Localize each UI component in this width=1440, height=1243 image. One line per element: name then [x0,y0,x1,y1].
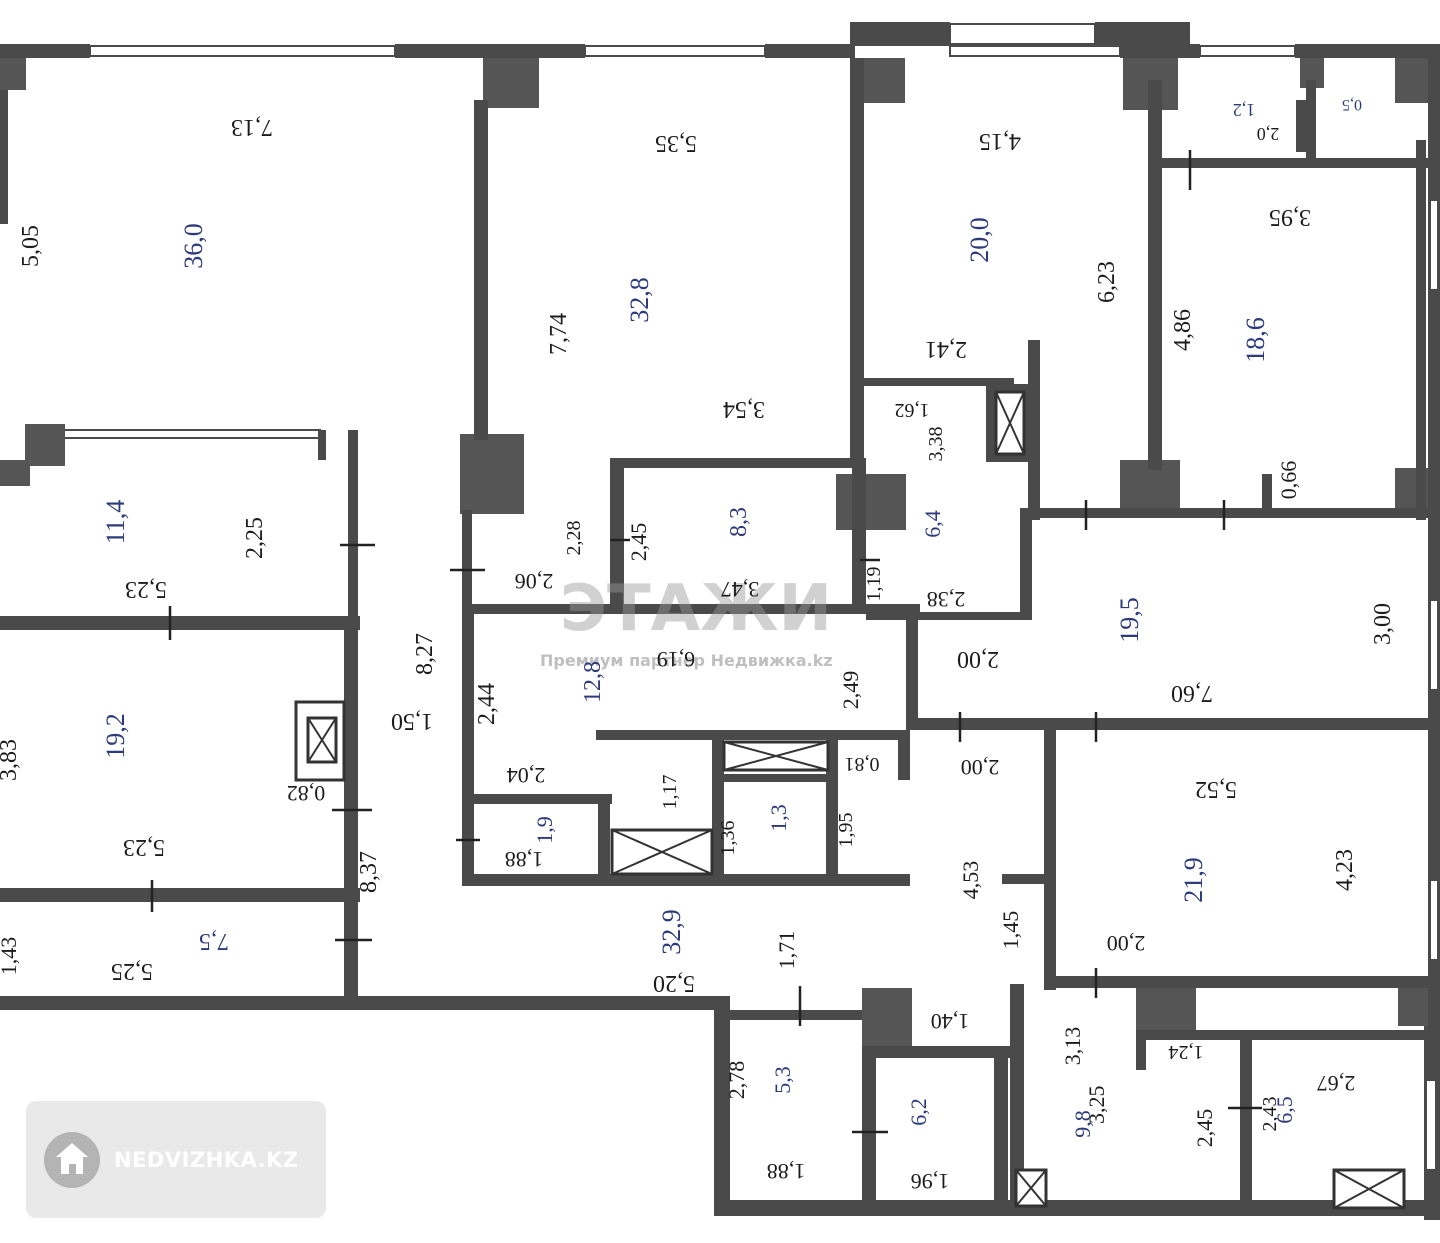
hall-center-width: 5,20 [653,970,695,996]
bath-1-dims: 3,38 [925,427,947,462]
bedroom-2-extra: 2,41 [925,336,967,362]
balcony-depth: 1,43 [0,937,21,976]
bath-3-depth: 3,13 [1060,1027,1085,1066]
kitchen-w3: 2,49 [838,671,863,710]
wc-2-w2: 0,81 [845,753,880,775]
bath-4-depth: 2,43 [1259,1097,1281,1132]
hall-center-w4: 1,45 [998,911,1023,950]
bath-3-extra: 2,45 [1192,1109,1217,1148]
room-labels: 7,13 5,05 36,0 5,35 7,74 32,8 3,54 4,15 … [0,96,1396,1194]
bedroom-3-depth: 4,86 [1170,309,1196,351]
bath-1-w2: 2,38 [927,587,966,612]
storage-1-area: 5,3 [770,1066,795,1094]
hall-right-depth: 3,00 [1370,603,1396,645]
hall-right-extra: 2,00 [957,646,999,672]
corridor-width: 1,50 [391,708,433,734]
balcony-width: 5,25 [111,958,153,984]
bedroom-3-extra: 0,66 [1276,461,1301,500]
interior-walls [0,58,1430,1216]
watermark-subtitle: Премиум партнер Недвижка.kz [540,651,833,670]
bedroom-1-extra: 3,54 [723,396,765,422]
living-room-depth: 5,05 [18,225,44,267]
hall-right-width: 7,60 [1171,680,1213,706]
small-room-extra: 0,5 [1342,96,1362,113]
hall-center-w2: 1,71 [774,931,799,970]
hall-center-w1: 4,53 [958,861,983,900]
bedroom-4-extra: 2,00 [1107,931,1146,956]
room-left-1-width: 5,23 [125,576,167,602]
room-left-1-depth: 2,25 [242,517,268,559]
windows [29,23,1439,1171]
bath-4-width: 2,67 [1317,1071,1356,1096]
bedroom-2-area: 20,0 [965,217,994,263]
watermark: ЭТАЖИ Премиум партнер Недвижка.kz [540,572,833,670]
hall-right-area: 19,5 [1115,597,1144,643]
bedroom-2-width: 4,15 [979,128,1021,154]
house-icon [44,1131,100,1188]
wc-2-w1: 1,95 [835,813,857,848]
bedroom-1-area: 32,8 [625,277,654,323]
badge-text: NEDVIZHKA.KZ [114,1147,299,1172]
room-left-1-area: 11,4 [101,500,130,545]
bath-2-width: 1,96 [911,1169,950,1194]
room-left-2-extra: 0,82 [287,781,326,806]
hall-center-area: 32,9 [657,909,686,955]
storage-1-depth: 2,78 [724,1061,749,1100]
room-left-2-area: 19,2 [101,713,130,759]
bath-1-w3: 1,19 [863,567,885,602]
bedroom-3-width: 3,95 [1269,204,1311,230]
bath-3-area: 9,8 [1070,1110,1095,1138]
wc-2-width: 1,36 [717,821,739,856]
hall-center-w3: 2,00 [961,755,1000,780]
corridor-length-1: 8,27 [412,633,438,675]
kitchen-area: 12,8 [580,661,606,703]
kitchen-w1: 6,19 [657,647,696,672]
wardrobe-1-extra: 2,28 [563,521,585,556]
bedroom-1-width: 5,35 [655,130,697,156]
bath-1-area: 6,4 [920,510,945,538]
bath-4-area: 6,5 [1272,1096,1297,1124]
bedroom-3-area: 18,6 [1241,317,1270,363]
bath-2-area: 6,2 [906,1098,931,1126]
door-markers [150,150,1262,1134]
vent-shafts [294,390,1406,1210]
bedroom-4-area: 21,9 [1179,857,1208,903]
corridor-length-2: 8,37 [356,851,382,893]
hall-center-w5: 1,40 [931,1009,970,1034]
wc-1-area: 1,9 [532,816,557,844]
room-left-2-depth: 3,83 [0,739,22,781]
bath-4-extra: 1,24 [1169,1041,1204,1063]
kitchen-w5: 1,17 [659,775,681,810]
watermark-logo: ЭТАЖИ [560,572,832,646]
bedroom-1-depth: 7,74 [546,313,572,355]
kitchen-w4: 2,04 [507,763,546,788]
small-room-area: 1,2 [1233,100,1256,120]
wc-1-width: 1,88 [505,847,544,872]
wc-2-area: 1,3 [766,804,791,832]
bedroom-2-depth: 6,23 [1094,261,1120,303]
source-badge[interactable]: NEDVIZHKA.KZ [26,1101,326,1218]
wardrobe-1-depth: 2,45 [626,523,651,562]
bedroom-4-width: 5,52 [1195,776,1237,802]
storage-1-width: 1,88 [767,1159,806,1184]
small-room-dims: 2,0 [1257,124,1280,144]
kitchen-width: 2,44 [474,683,500,725]
kitchen-w2: 2,06 [515,569,554,594]
bath-1-w1: 1,62 [895,399,930,421]
bath-3-width: 3,25 [1084,1086,1109,1125]
room-left-2-width: 5,23 [123,834,165,860]
living-room-width: 7,13 [231,114,273,140]
wardrobe-1-area: 8,3 [726,507,752,537]
living-room-area: 36,0 [179,223,208,269]
bedroom-4-depth: 4,23 [1332,849,1358,891]
wardrobe-1-width: 3,47 [721,577,760,602]
balcony-area: 7,5 [199,928,229,954]
